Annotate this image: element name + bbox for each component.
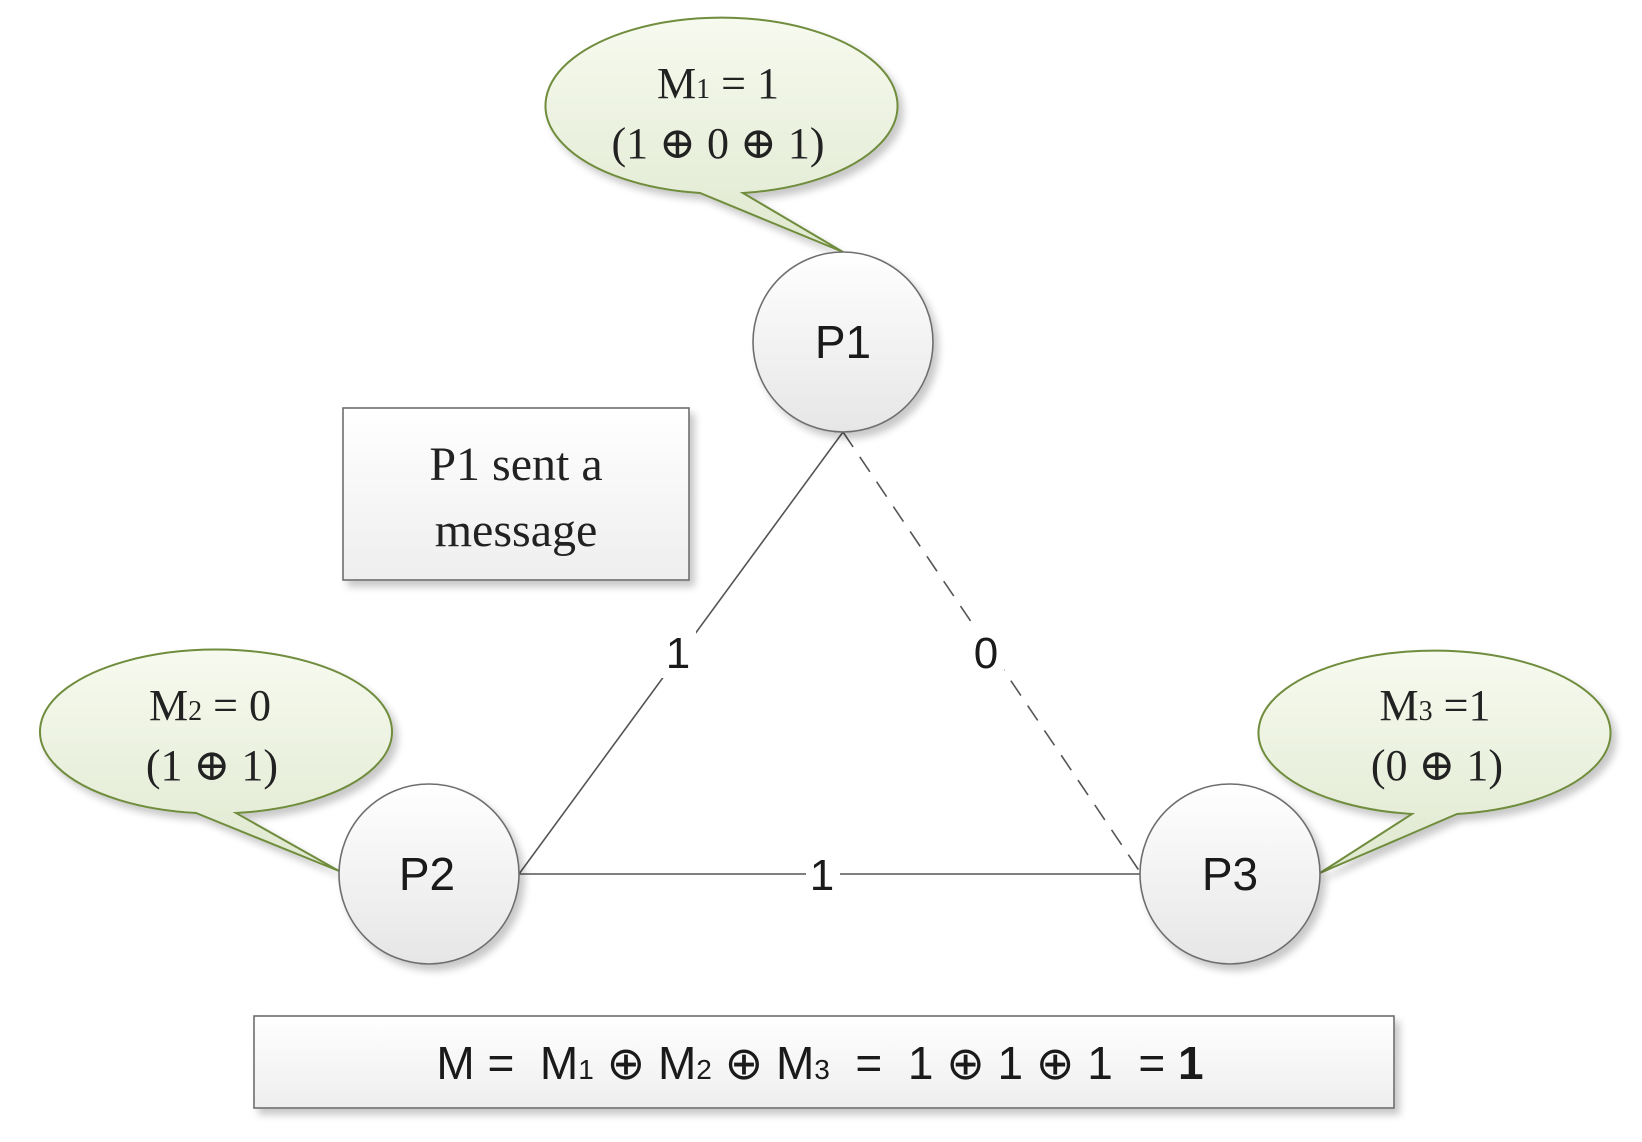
node-p1 <box>752 251 934 433</box>
bubble-p1 <box>544 16 899 253</box>
node-p3-label: P3 <box>1202 848 1258 900</box>
edge-label-p1-p3: 0 <box>974 629 998 678</box>
edge-label-bg-p2-p3 <box>806 850 840 900</box>
formula-box <box>253 1015 1395 1109</box>
bubble-p2-shape <box>39 648 393 872</box>
bubble-p1-line1: M1 = 1 <box>657 59 779 108</box>
note-box <box>342 407 690 581</box>
bubble-p3 <box>1257 649 1612 874</box>
formula-text: M = M1 ⊕ M2 ⊕ M3 = 1 ⊕ 1 ⊕ 1 = 1 <box>436 1037 1203 1089</box>
node-p3-circle <box>1139 783 1321 965</box>
edge-label-bg-p1-p2 <box>662 622 696 678</box>
bubble-p3-line1: M3 =1 <box>1380 681 1491 730</box>
node-p3 <box>1139 783 1321 965</box>
node-p1-label: P1 <box>815 316 871 368</box>
bubble-p2-line2: (1 ⊕ 1) <box>146 741 278 790</box>
edge-label-p2-p3: 1 <box>810 851 834 900</box>
node-p1-circle <box>752 251 934 433</box>
formula-result: 1 <box>1178 1037 1204 1089</box>
bubble-p3-line2: (0 ⊕ 1) <box>1371 741 1503 790</box>
note-line-1: P1 sent a <box>429 438 602 491</box>
node-p2-label: P2 <box>399 848 455 900</box>
bubble-p1-shape <box>544 16 899 253</box>
bubble-p3-shape <box>1257 649 1612 874</box>
edge-labels: 1 0 1 <box>662 622 1004 900</box>
bubble-p1-line2: (1 ⊕ 0 ⊕ 1) <box>611 119 824 168</box>
formula-box-rect <box>253 1015 1395 1109</box>
edge-label-bg-p1-p3 <box>970 622 1004 678</box>
node-p2-circle <box>338 783 520 965</box>
note-box-rect <box>342 407 690 581</box>
bubble-p2 <box>39 648 393 872</box>
note-line-2: message <box>435 504 598 557</box>
edge-label-p1-p2: 1 <box>666 629 690 678</box>
node-p2 <box>338 783 520 965</box>
bubble-p2-line1: M2 = 0 <box>149 681 271 730</box>
